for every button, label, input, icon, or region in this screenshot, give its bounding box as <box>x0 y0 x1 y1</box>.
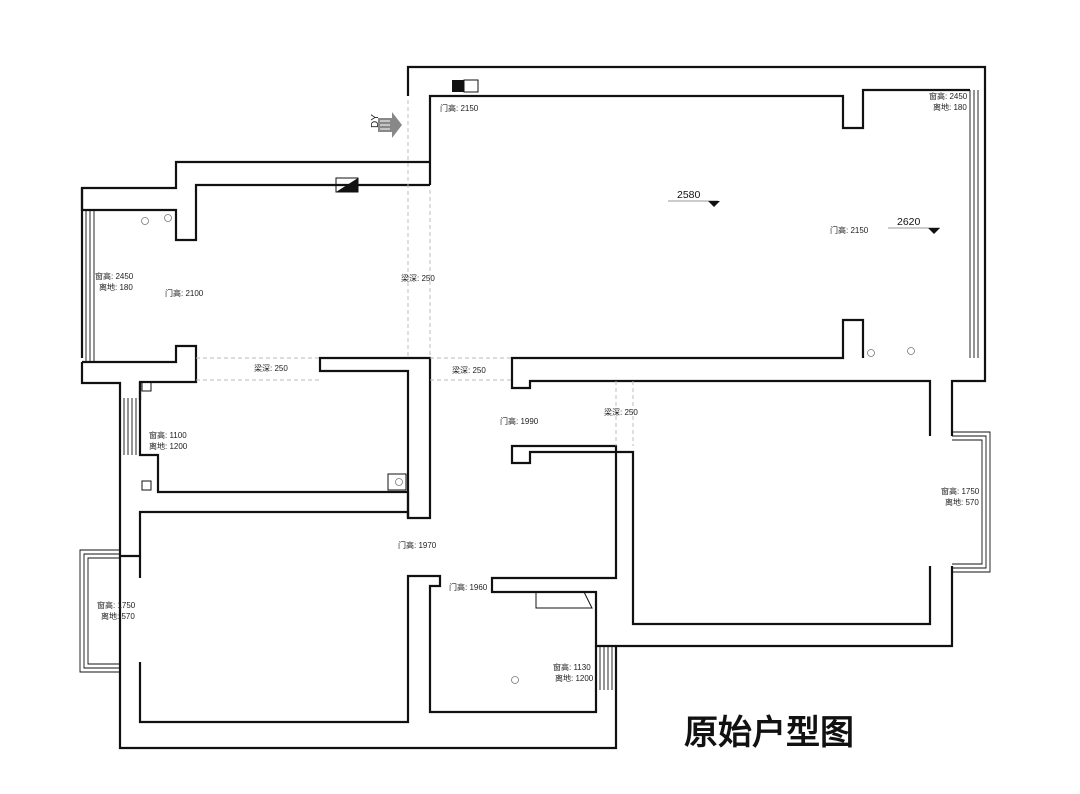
beam-depth-label: 梁深: 250 <box>254 364 288 373</box>
meter-box-outline <box>463 79 479 93</box>
window-height-label: 窗高: 1750 <box>97 600 136 610</box>
door-height-label: 门高: 1960 <box>449 582 488 592</box>
window-height-label: 窗高: 1100 <box>149 430 187 440</box>
fixtures <box>141 79 915 684</box>
window-height-label: 窗高: 2450 <box>929 91 968 101</box>
window-sill-label: 离地: 570 <box>101 611 135 621</box>
door-height-label: 门高: 2100 <box>165 288 204 298</box>
entrance-label: DY <box>370 114 381 128</box>
labels: DY 门高: 2150 门高: 2150 门高: 2100 门高: 1990 门… <box>95 91 980 683</box>
level-marker-1: 2580 <box>668 189 720 207</box>
meter-box <box>452 80 464 92</box>
window-sill-label: 离地: 180 <box>99 282 133 292</box>
window-height-label: 窗高: 1750 <box>941 486 980 496</box>
plan-title: 原始户型图 <box>684 713 854 753</box>
door-height-label: 门高: 2150 <box>830 225 869 235</box>
beam-depth-label: 梁深: 250 <box>604 408 638 417</box>
door-marker <box>336 178 358 192</box>
window-sill-label: 离地: 180 <box>933 102 967 112</box>
level-2620: 2620 <box>897 216 921 228</box>
window-height-label: 窗高: 2450 <box>95 271 134 281</box>
window-sill-label: 离地: 1200 <box>555 673 594 683</box>
beam-lines <box>196 100 634 446</box>
door-height-label: 门高: 1970 <box>398 540 437 550</box>
level-marker-2: 2620 <box>888 216 940 234</box>
windows <box>79 90 991 690</box>
level-2580: 2580 <box>677 189 701 201</box>
window-sill-label: 离地: 570 <box>945 497 979 507</box>
door-height-label: 门高: 2150 <box>440 103 479 113</box>
beam-depth-label: 梁深: 250 <box>452 366 486 375</box>
pipe-box <box>387 473 407 491</box>
outer-walls <box>80 65 987 750</box>
door-height-label: 门高: 1990 <box>500 416 539 426</box>
window-sill-label: 离地: 1200 <box>149 441 188 451</box>
beam-depth-label: 梁深: 250 <box>401 274 435 283</box>
window-height-label: 窗高: 1130 <box>553 662 591 672</box>
